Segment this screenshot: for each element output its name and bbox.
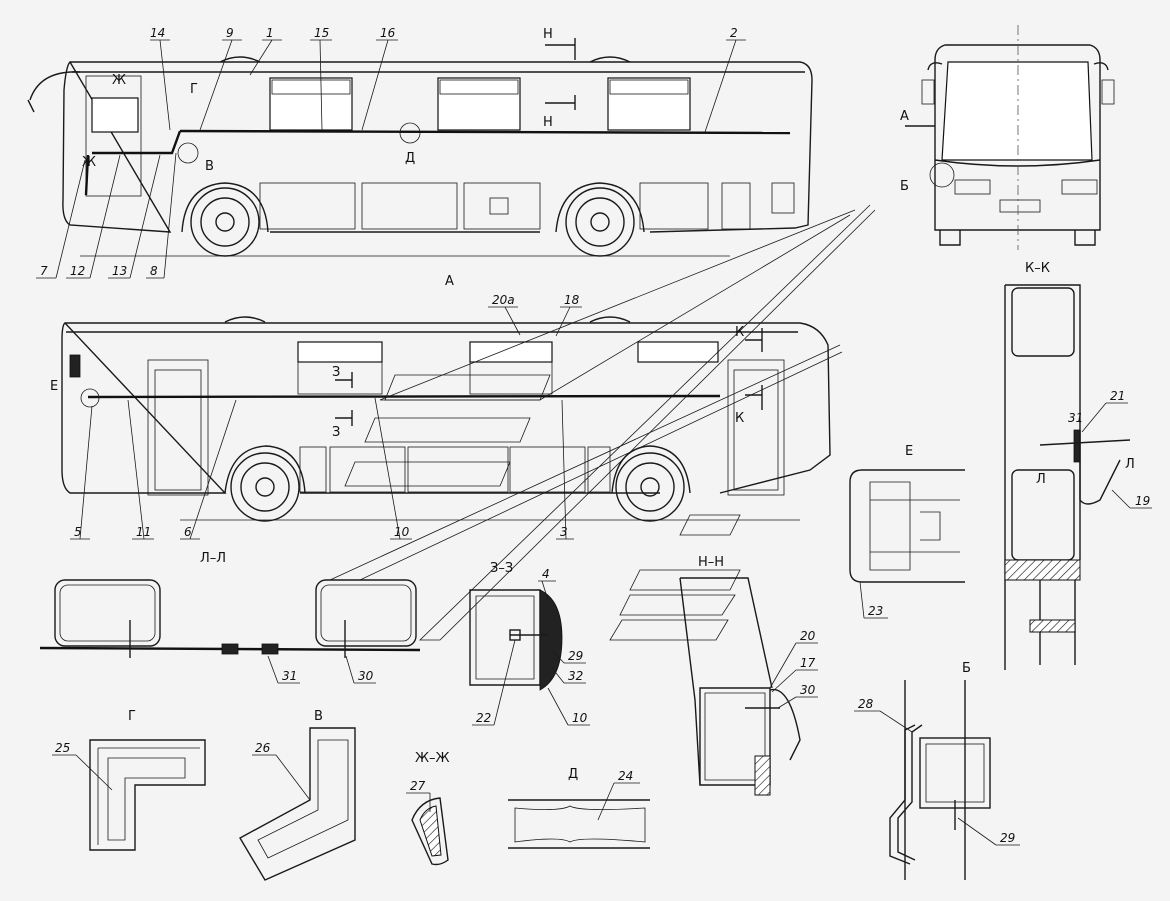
marker-n-top: Н [543, 27, 553, 42]
callout-16: 16 [380, 26, 396, 40]
callout-7: 7 [40, 264, 48, 278]
detail-d-title: Д [568, 767, 578, 782]
marker-n-bottom: Н [543, 115, 553, 130]
rear-wheel-a [611, 445, 691, 522]
marker-g: Г [190, 82, 198, 97]
marker-k-bottom: К [735, 411, 744, 426]
section-ll-title: Л–Л [200, 551, 226, 566]
callout-3: 3 [560, 525, 568, 539]
marker-e: Е [50, 379, 58, 394]
projection-guides [329, 204, 876, 641]
section-nn-title: Н–Н [698, 555, 724, 570]
callout-23: 23 [868, 604, 883, 618]
detail-v-title: В [314, 709, 323, 724]
callout-21: 21 [1110, 389, 1125, 403]
callout-30-nn: 30 [800, 683, 816, 697]
marker-z-top: З [332, 365, 340, 380]
detail-g: 25 [52, 739, 206, 851]
callout-12: 12 [70, 264, 85, 278]
marker-b: Б [900, 179, 909, 194]
callout-17: 17 [800, 656, 816, 670]
callout-20: 20 [800, 629, 816, 643]
marker-k-top: К [735, 325, 744, 340]
detail-b-title: Б [962, 661, 971, 676]
detail-e: 23 [849, 469, 965, 619]
section-nn: 20 17 30 [679, 577, 818, 796]
callout-29-b: 29 [1000, 831, 1015, 845]
callout-31-kk: 31 [1068, 411, 1083, 425]
callout-9: 9 [226, 26, 234, 40]
section-zhzh: 27 [406, 779, 449, 866]
callout-2: 2 [730, 26, 738, 40]
callout-24: 24 [618, 769, 633, 783]
callout-29-zz: 29 [568, 649, 583, 663]
view-a-callouts: 20а 18 5 11 6 10 3 [70, 293, 582, 540]
callout-5: 5 [74, 525, 82, 539]
front-wheel-a [224, 445, 306, 522]
section-kk: Л Л 21 31 19 [1004, 284, 1152, 670]
marker-d: Д [405, 151, 415, 166]
bus-front-view: А Б [900, 25, 1115, 250]
marker-l-right: Л [1125, 457, 1135, 472]
callout-19: 19 [1135, 494, 1150, 508]
callout-30-ll: 30 [358, 669, 374, 683]
detail-b: 28 29 [854, 680, 1020, 880]
view-a-title: А [445, 274, 454, 289]
callout-15: 15 [314, 26, 329, 40]
bus-side-view-a: Е З З К К [50, 316, 831, 522]
callout-32: 32 [568, 669, 583, 683]
callout-4: 4 [542, 567, 550, 581]
marker-z-bottom: З [332, 425, 340, 440]
callout-26: 26 [255, 741, 271, 755]
section-zhzh-title: Ж–Ж [415, 751, 450, 766]
front-wheel-top [181, 182, 269, 257]
detail-v: 26 [239, 727, 356, 881]
callout-10-zz: 10 [572, 711, 588, 725]
callout-22: 22 [476, 711, 491, 725]
detail-g-title: Г [128, 709, 136, 724]
callout-1: 1 [266, 26, 274, 40]
callout-27: 27 [410, 779, 426, 793]
bus-side-view-top: Н Н Г В Д Ж Ж [27, 27, 813, 257]
callout-13: 13 [112, 264, 127, 278]
callout-20a: 20а [492, 293, 515, 307]
callout-18: 18 [564, 293, 580, 307]
marker-a: А [900, 109, 909, 124]
callout-28: 28 [858, 697, 874, 711]
callout-8: 8 [150, 264, 158, 278]
callout-6: 6 [184, 525, 192, 539]
callout-10-a: 10 [394, 525, 410, 539]
callout-11: 11 [136, 525, 151, 539]
detail-d: 24 [508, 769, 650, 849]
top-view-callouts: 14 9 1 15 16 2 7 12 13 8 [36, 26, 746, 279]
marker-zh-bottom: Ж [82, 155, 96, 170]
marker-l-left: Л [1036, 472, 1046, 487]
detail-e-title: Е [905, 444, 913, 459]
callout-14: 14 [150, 26, 165, 40]
section-zz: 4 29 32 22 10 [469, 567, 590, 726]
section-kk-title: К–К [1025, 261, 1050, 276]
marker-v: В [205, 159, 214, 174]
callout-25: 25 [55, 741, 70, 755]
section-ll: 31 30 [39, 579, 421, 684]
callout-31-ll: 31 [282, 669, 297, 683]
rear-wheel-top [555, 182, 645, 257]
section-zz-title: З–З [490, 561, 513, 576]
marker-zh-top: Ж [112, 73, 126, 88]
